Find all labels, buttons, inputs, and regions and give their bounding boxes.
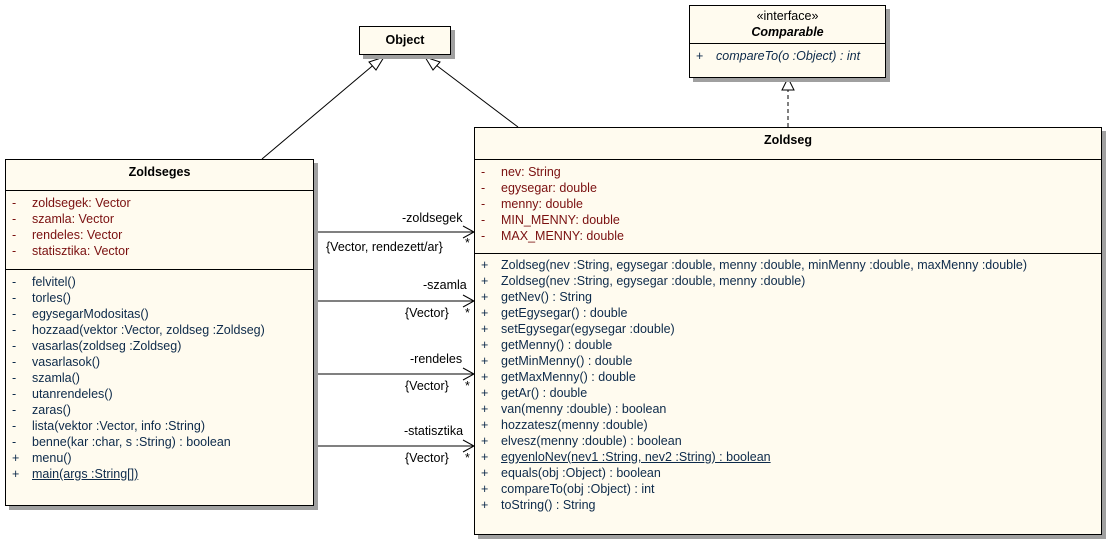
- operation[interactable]: +getMenny() : double: [481, 338, 613, 352]
- association-multiplicity: *: [465, 451, 470, 465]
- association-role-label: -rendeles: [410, 352, 463, 366]
- operation-static[interactable]: +egyenloNev(nev1 :String, nev2 :String) …: [481, 450, 771, 464]
- association-role-label: -statisztika: [404, 424, 464, 438]
- operation[interactable]: -felvitel(): [12, 275, 76, 289]
- operation[interactable]: -hozzaad(vektor :Vector, zoldseg :Zoldse…: [12, 323, 265, 337]
- class-name: Object: [385, 33, 425, 47]
- operation[interactable]: +getMaxMenny() : double: [481, 370, 636, 384]
- attributes-section: -nev: String -egysegar: double -menny: d…: [475, 159, 1101, 253]
- generalization-arrowhead: [368, 56, 386, 71]
- operation[interactable]: +compareTo(obj :Object) : int: [481, 482, 655, 496]
- association-qualifier-label: {Vector, rendezett/ar}: [326, 240, 443, 254]
- association-qualifier-label: {Vector}: [405, 306, 449, 320]
- operation[interactable]: +toString() : String: [481, 498, 596, 512]
- operation[interactable]: + compareTo(o :Object) : int: [696, 49, 861, 63]
- attribute[interactable]: -egysegar: double: [481, 181, 597, 195]
- generalization-zoldseges-object: [261, 61, 378, 160]
- operations-section: -felvitel() -torles() -egysegarModositas…: [6, 269, 313, 485]
- attribute[interactable]: -menny: double: [481, 197, 584, 211]
- interface-stereotype: «interface»: [756, 9, 819, 23]
- operation[interactable]: +van(menny :double) : boolean: [481, 402, 667, 416]
- operations-section: +Zoldseg(nev :String, egysegar :double, …: [475, 253, 1101, 516]
- attribute[interactable]: -nev: String: [481, 165, 561, 179]
- operation[interactable]: -szamla(): [12, 371, 80, 385]
- attribute[interactable]: -szamla: Vector: [12, 212, 114, 226]
- interface-name: Comparable: [751, 25, 824, 39]
- operation[interactable]: +getEgysegar() : double: [481, 306, 628, 320]
- operation[interactable]: +Zoldseg(nev :String, egysegar :double, …: [481, 274, 806, 288]
- operation[interactable]: -utanrendeles(): [12, 387, 113, 401]
- association-multiplicity: *: [465, 236, 470, 250]
- attribute[interactable]: -MAX_MENNY: double: [481, 229, 624, 243]
- operation[interactable]: +Zoldseg(nev :String, egysegar :double, …: [481, 258, 1027, 272]
- interface-comparable[interactable]: «interface» Comparable + compareTo(o :Ob…: [689, 5, 886, 78]
- class-name: Zoldseges: [128, 165, 191, 179]
- attribute[interactable]: -MIN_MENNY: double: [481, 213, 620, 227]
- operation[interactable]: -lista(vektor :Vector, info :String): [12, 419, 205, 433]
- operation[interactable]: +getMinMenny() : double: [481, 354, 633, 368]
- operation[interactable]: -vasarlas(zoldseg :Zoldseg): [12, 339, 182, 353]
- attributes-section: -zoldsegek: Vector -szamla: Vector -rend…: [6, 190, 313, 269]
- operation-static[interactable]: +main(args :String[]): [12, 467, 139, 481]
- attribute[interactable]: -statisztika: Vector: [12, 244, 130, 258]
- operation[interactable]: -torles(): [12, 291, 71, 305]
- class-object[interactable]: Object: [359, 26, 451, 55]
- operation[interactable]: +setEgysegar(egysegar :double): [481, 322, 675, 336]
- operation[interactable]: +hozzatesz(menny :double): [481, 418, 648, 432]
- class-zoldseges[interactable]: Zoldseges -zoldsegek: Vector -szamla: Ve…: [5, 159, 314, 506]
- operation[interactable]: +getNev() : String: [481, 290, 593, 304]
- class-zoldseg[interactable]: Zoldseg -nev: String -egysegar: double -…: [474, 127, 1102, 535]
- operation[interactable]: -benne(kar :char, s :String) : boolean: [12, 435, 231, 449]
- association-multiplicity: *: [465, 306, 470, 320]
- association-qualifier-label: {Vector}: [405, 451, 449, 465]
- operation[interactable]: -egysegarModositas(): [12, 307, 149, 321]
- realization-arrowhead: [781, 76, 795, 91]
- class-name: Zoldseg: [764, 133, 812, 147]
- association-multiplicity: *: [465, 379, 470, 393]
- association-role-label: -zoldsegek: [402, 211, 463, 225]
- operation[interactable]: -zaras(): [12, 403, 71, 417]
- operation[interactable]: +equals(obj :Object) : boolean: [481, 466, 661, 480]
- interface-operations: + compareTo(o :Object) : int: [690, 43, 885, 67]
- attribute[interactable]: -zoldsegek: Vector: [12, 196, 131, 210]
- generalization-arrowhead: [423, 56, 441, 71]
- operation[interactable]: +menu(): [12, 451, 72, 465]
- operation[interactable]: +elvesz(menny :double) : boolean: [481, 434, 682, 448]
- association-role-label: -szamla: [423, 278, 467, 292]
- operation[interactable]: -vasarlasok(): [12, 355, 101, 369]
- generalization-zoldseg-object: [431, 61, 519, 128]
- operation[interactable]: +getAr() : double: [481, 386, 588, 400]
- association-qualifier-label: {Vector}: [405, 379, 449, 393]
- attribute[interactable]: -rendeles: Vector: [12, 228, 123, 242]
